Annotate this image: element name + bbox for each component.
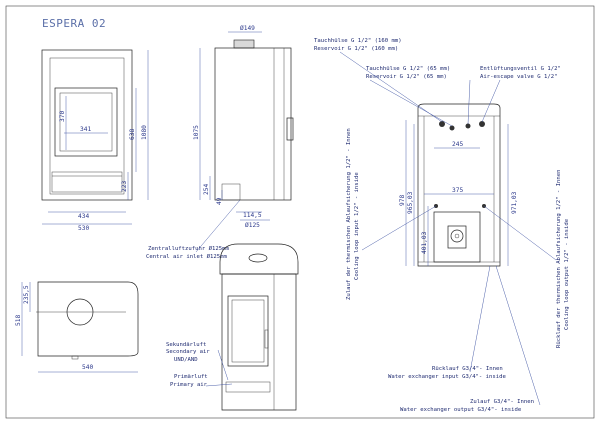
cooling-input-en: Cooling loop input 1/2" - inside (354, 172, 360, 280)
side-view: Ø149 1075 254 49 114,5 Ø125 (193, 24, 294, 229)
cooling-input-de: Zulauf der thermischen Ablaufsicherung 1… (346, 128, 352, 300)
secondary-air-en: Secondary air (166, 349, 210, 355)
dim-254: 254 (203, 184, 210, 195)
dim-434: 434 (78, 213, 89, 220)
dim-965: 965,03 (407, 191, 414, 214)
dim-d125: Ø125 (245, 221, 260, 229)
iso-view: Sekundärluft Secondary air UND/AND Primä… (166, 243, 299, 411)
front-view: 434 530 341 370 638 1080 223 (41, 49, 149, 232)
central-air-en: Central air inlet Ø125mm (146, 253, 227, 260)
dim-375: 375 (452, 187, 463, 194)
dim-540: 540 (82, 364, 93, 371)
dim-49: 49 (216, 197, 223, 205)
dim-114-5: 114,5 (243, 212, 262, 219)
water-output-de: Zulauf G3/4"- Innen (470, 399, 534, 405)
vent-en: Air-escape valve G 1/2" (480, 74, 557, 80)
central-air-label: Zentralluftzufuhr Ø125mm Central air inl… (146, 199, 241, 260)
secondary-air-de: Sekundärluft (166, 342, 206, 348)
drawing-title: ESPERA 02 (42, 17, 106, 30)
water-input-en: Water exchanger input G3/4"- inside (388, 374, 507, 380)
dim-370: 370 (59, 111, 66, 122)
central-air-de: Zentralluftzufuhr Ø125mm (148, 245, 229, 252)
dim-223: 223 (121, 181, 128, 192)
top-view: 518 235,5 540 (15, 281, 139, 373)
primary-air-en: Primary air (170, 382, 208, 388)
back-view: 245 375 978 965,03 401,03 971,03 Tauchhü… (314, 38, 570, 413)
und-and: UND/AND (174, 357, 198, 363)
dim-1075: 1075 (193, 125, 200, 140)
dim-341: 341 (80, 126, 91, 133)
dim-1080: 1080 (141, 125, 148, 140)
dim-d149: Ø149 (240, 24, 255, 32)
dim-638: 638 (129, 129, 136, 140)
tauch-65-de: Tauchhülse G 1/2" (65 mm) (366, 66, 450, 72)
water-input-de: Rücklauf G3/4"- Innen (432, 366, 503, 372)
tauch-160-de: Tauchhülse G 1/2" (160 mm) (314, 38, 402, 44)
dim-971: 971,03 (511, 191, 518, 214)
sheet-frame (5, 5, 595, 419)
dim-245: 245 (452, 141, 463, 148)
tauch-160-en: Reservoir G 1/2" (160 mm) (314, 46, 398, 52)
dim-235-5: 235,5 (23, 285, 30, 304)
water-output-en: Water exchanger output G3/4"- inside (400, 407, 522, 413)
cooling-output-en: Cooling loop output 1/2" - inside (564, 218, 570, 330)
dim-401: 401,03 (421, 231, 428, 254)
tauch-65-en: Reservoir G 1/2" (65 mm) (366, 74, 447, 80)
dim-530: 530 (78, 225, 89, 232)
vent-de: Entlüftungsventil G 1/2" (480, 66, 561, 72)
dim-518: 518 (15, 315, 22, 326)
dim-978: 978 (399, 195, 406, 206)
primary-air-de: Primärluft (174, 374, 208, 380)
cooling-output-de: Rücklauf der thermischen Ablaufsicherung… (556, 170, 562, 349)
